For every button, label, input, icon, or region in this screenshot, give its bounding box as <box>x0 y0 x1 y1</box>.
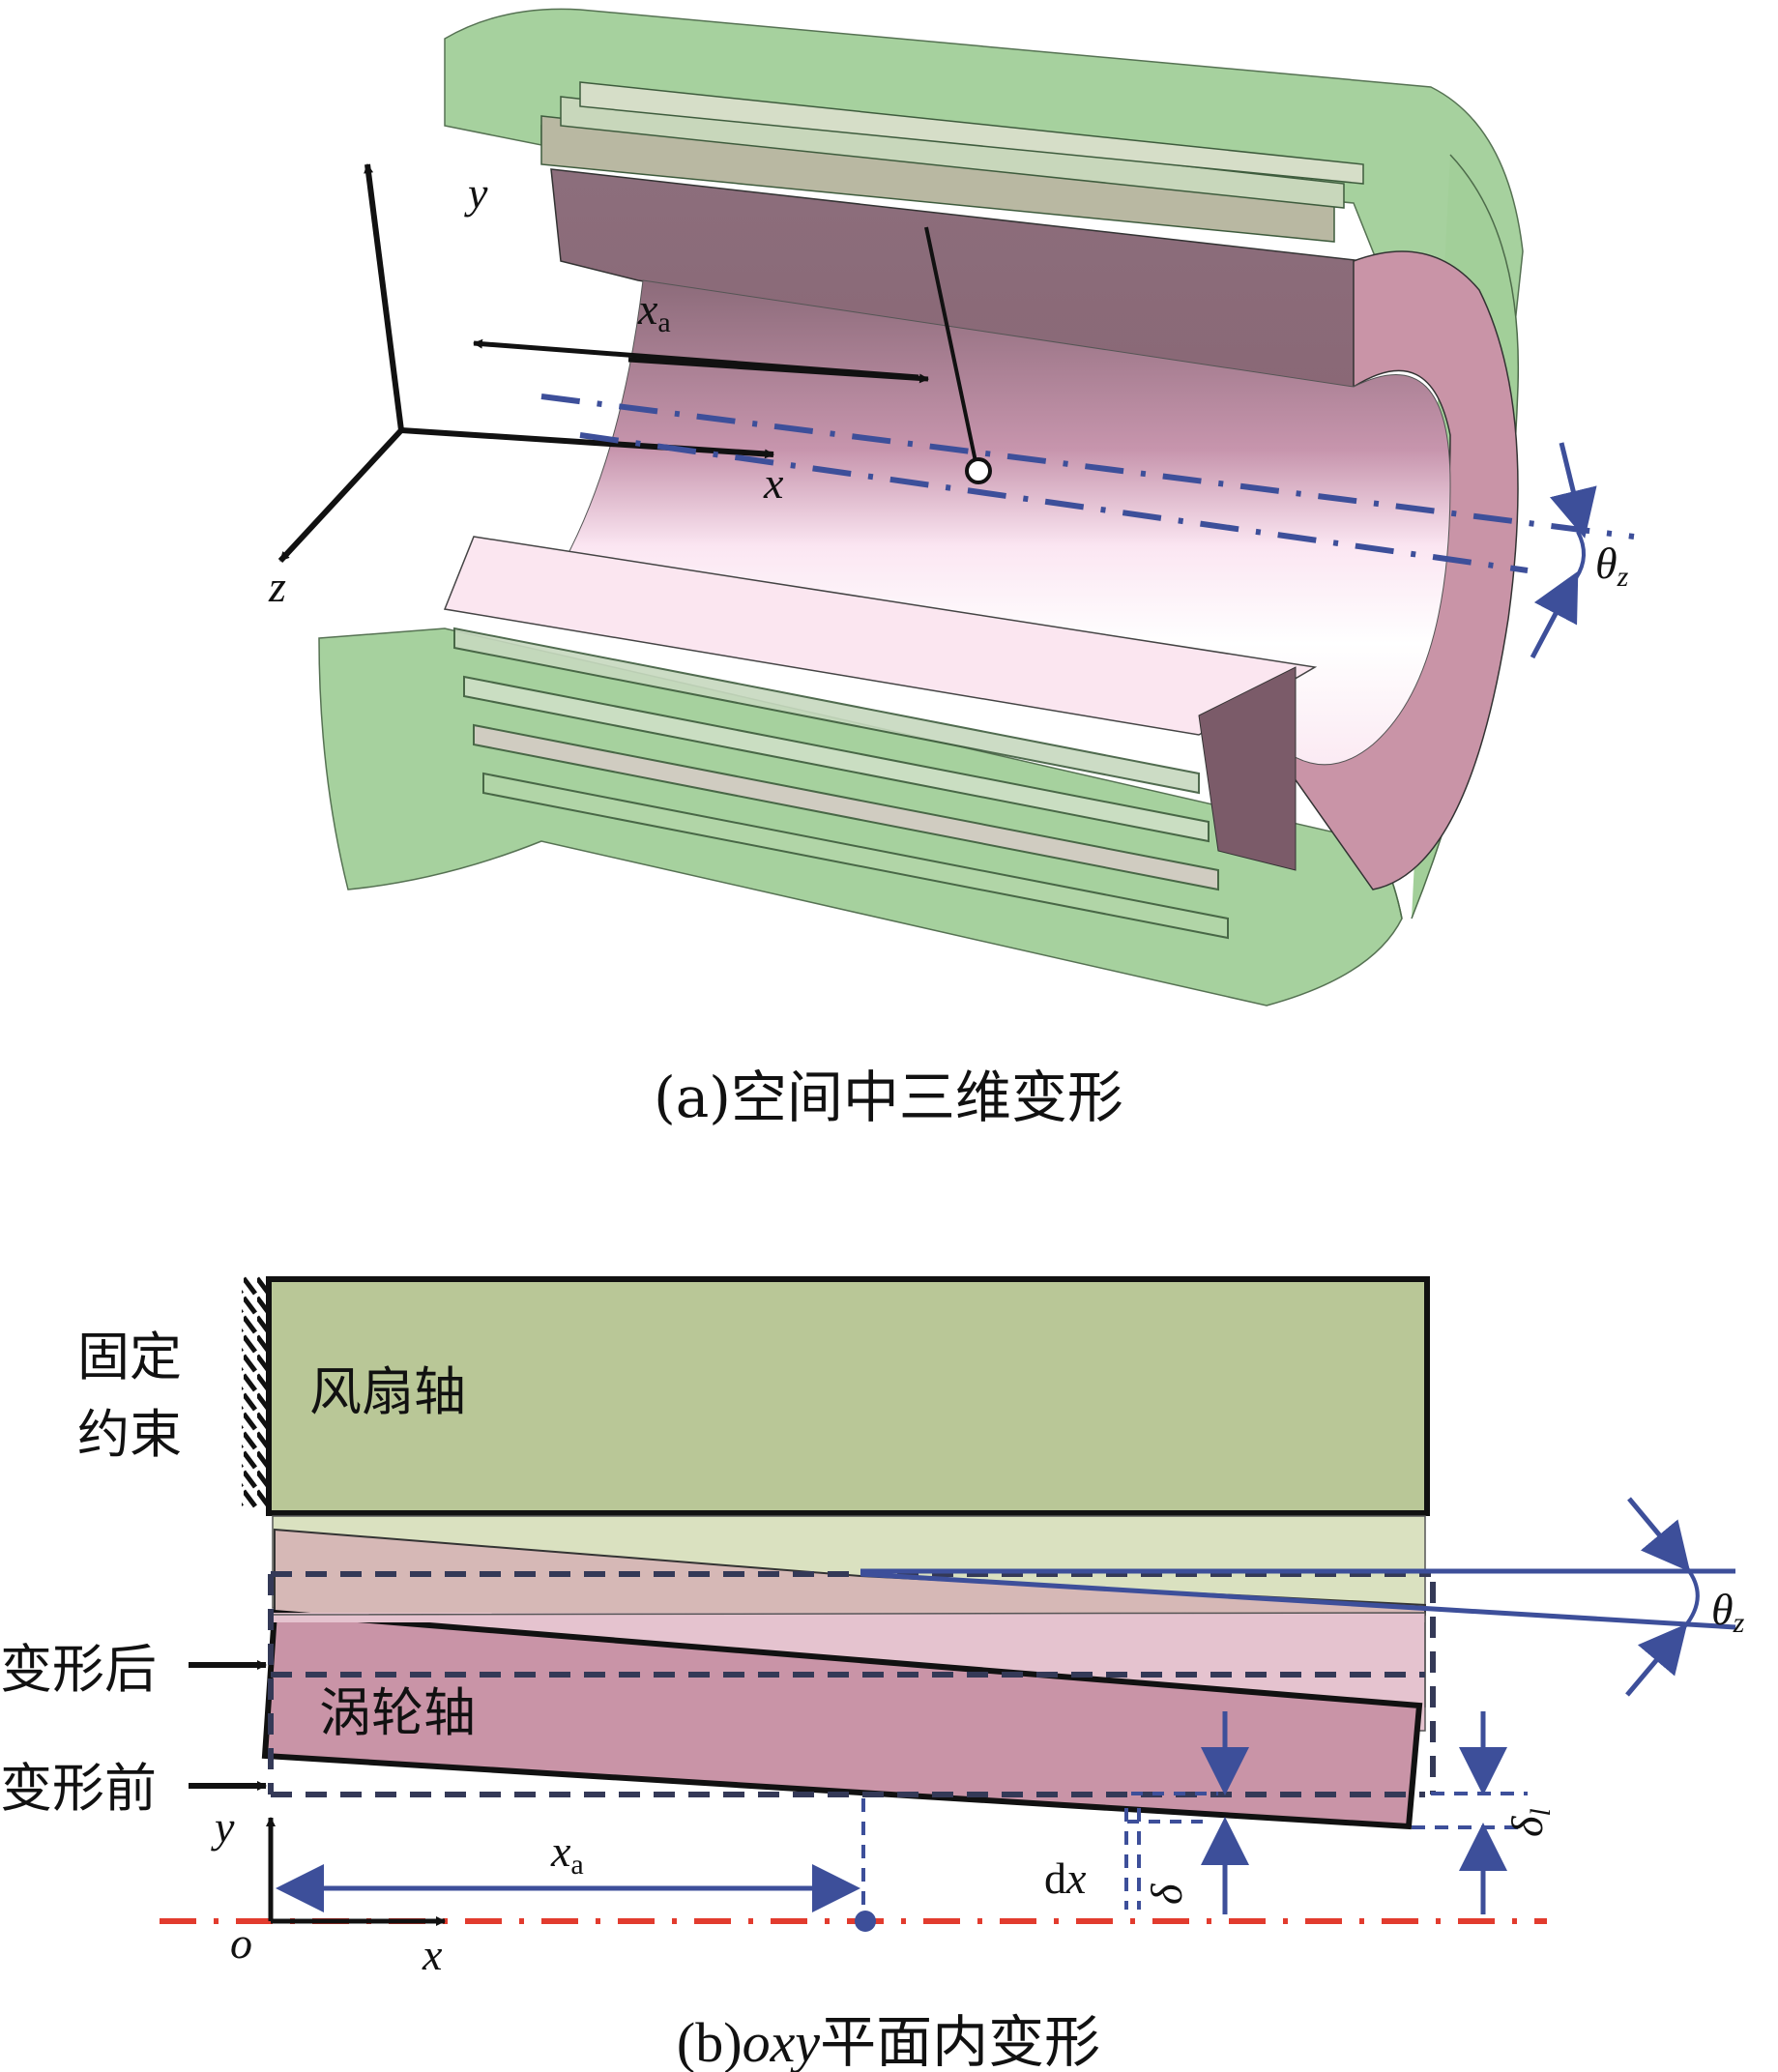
turbine-shaft-lower-slab <box>443 536 1318 736</box>
label-dx: dx <box>1044 1853 1087 1903</box>
label-xa-2d: xa <box>550 1826 584 1881</box>
label-fixed-line2: 约束 <box>77 1404 182 1465</box>
label-x-axis-3d: x <box>763 458 784 508</box>
label-y-axis-3d: y <box>464 168 488 218</box>
label-after-deformation: 变形后 <box>0 1639 157 1700</box>
bottom-spline-teeth <box>453 627 1229 940</box>
fixed-constraint-hatch <box>242 1276 266 1508</box>
label-x-axis-2d: x <box>422 1930 443 1979</box>
label-fan-shaft: 风扇轴 <box>309 1361 466 1422</box>
label-xa-3d: xa <box>637 284 671 338</box>
label-origin: o <box>230 1918 252 1968</box>
label-theta-z-3d: θz <box>1595 539 1629 593</box>
x-axis-arrow <box>400 427 774 459</box>
top-spline-teeth <box>540 81 1364 243</box>
label-before-deformation: 变形前 <box>0 1758 157 1819</box>
rotation-point <box>965 457 992 484</box>
label-z-axis-3d: z <box>268 562 286 611</box>
turbine-shaft-bore <box>540 279 1451 766</box>
figure-b-2d <box>160 1276 1736 1932</box>
axis-triad <box>277 163 774 564</box>
leader-line <box>924 226 978 467</box>
caption-a: (a)空间中三维变形 <box>654 1065 1123 1130</box>
label-y-axis-2d: y <box>211 1802 235 1852</box>
z-axis-arrow <box>277 427 404 564</box>
original-centerline <box>540 394 1635 540</box>
fan-shaft-block <box>266 1276 1430 1516</box>
y-axis-arrow <box>364 163 404 431</box>
label-delta-l: δl <box>1502 1808 1557 1837</box>
theta-deformed-line <box>860 1571 1736 1630</box>
caption-b: (b)oxy平面内变形 <box>677 2009 1100 2072</box>
label-theta-z-2d: θz <box>1711 1585 1745 1639</box>
label-delta: δ <box>1142 1883 1191 1905</box>
label-fixed-line1: 固定 <box>77 1327 182 1387</box>
deformed-centerline <box>579 432 1529 573</box>
figure-a-3d-model <box>277 8 1635 1007</box>
rotation-point-2d <box>855 1911 876 1932</box>
label-turbine-shaft: 涡轮轴 <box>319 1682 476 1743</box>
